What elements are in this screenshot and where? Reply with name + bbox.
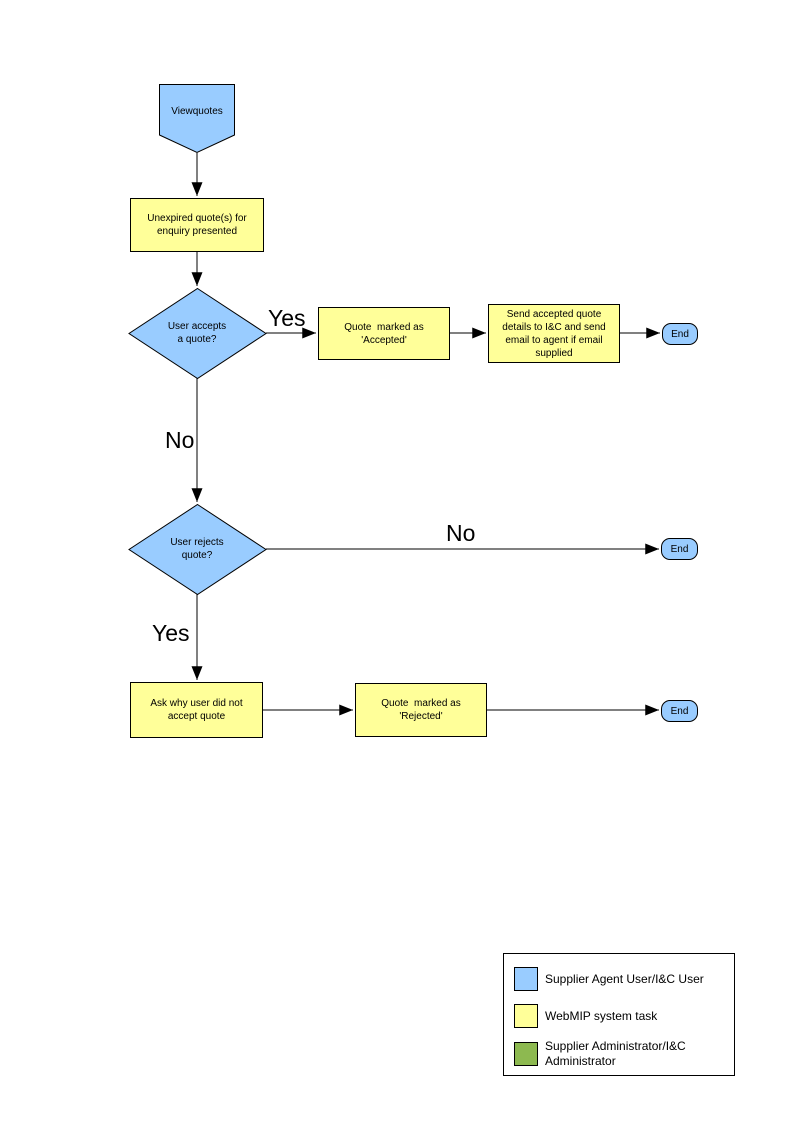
legend-label: Supplier Agent User/I&C User (545, 971, 704, 986)
edge-label-reject-no: No (446, 520, 476, 546)
legend-swatch-green (514, 1042, 538, 1066)
legend-item-webmip-system-task: WebMIP system task (514, 1004, 729, 1028)
legend-label: Supplier Administrator/I&C Administrator (545, 1039, 686, 1068)
accept-decision-shape (128, 287, 267, 380)
process-mark-rejected: Quote marked as 'Rejected' (355, 683, 487, 737)
accept-decision-label: User accepts a quote? (167, 321, 229, 345)
legend-swatch-yellow (514, 1004, 538, 1028)
edge-label-reject-yes: Yes (152, 620, 190, 646)
reject-decision-label: User rejects quote? (170, 537, 227, 561)
start-node-label: Viewquotes (171, 105, 223, 117)
edge-label-accept-yes: Yes (268, 305, 306, 331)
process-present-quotes: Unexpired quote(s) for enquiry presented (130, 198, 264, 252)
process-mark-accepted: Quote marked as 'Accepted' (318, 307, 450, 360)
end-node-no-reject: End (661, 538, 698, 560)
legend-label: WebMIP system task (545, 1008, 658, 1023)
process-ask-why: Ask why user did not accept quote (130, 682, 263, 738)
legend-box: Supplier Agent User/I&C User WebMIP syst… (503, 953, 735, 1076)
start-node-shape (159, 84, 235, 154)
reject-decision-shape (128, 503, 267, 596)
legend-swatch-blue (514, 967, 538, 991)
end-node-rejected: End (661, 700, 698, 722)
process-send-details: Send accepted quote details to I&C and s… (488, 304, 620, 363)
end-node-accepted: End (662, 323, 698, 345)
legend-item-supplier-administrator: Supplier Administrator/I&C Administrator (514, 1039, 729, 1069)
edge-label-accept-no: No (165, 427, 195, 453)
legend-item-supplier-agent-user: Supplier Agent User/I&C User (514, 967, 729, 991)
